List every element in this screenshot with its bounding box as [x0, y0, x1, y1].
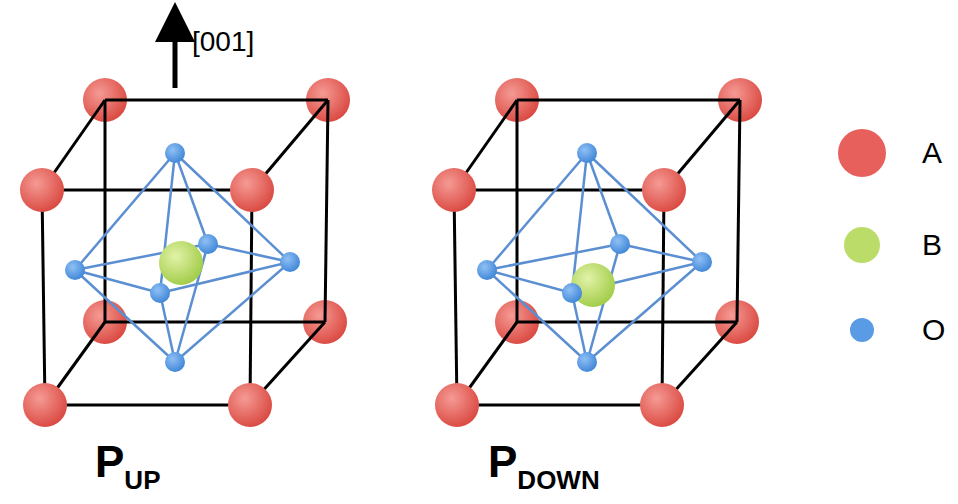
cell-edge	[516, 100, 519, 322]
o-atom	[280, 252, 300, 272]
legend-text: O	[922, 315, 945, 345]
octahedron-edge	[620, 244, 702, 262]
cell-edge	[737, 100, 740, 322]
a-atom	[435, 383, 479, 427]
polarization-symbol: P	[488, 437, 517, 486]
unit-cell	[20, 78, 350, 427]
a-atom	[642, 168, 686, 212]
o-atom	[562, 283, 582, 303]
octahedron-edge	[75, 153, 175, 270]
cell-edge	[454, 189, 664, 192]
a-atom	[230, 168, 274, 212]
octahedron-edge	[175, 153, 208, 244]
polarization-subscript: DOWN	[517, 465, 599, 495]
a-atom	[228, 383, 272, 427]
a-atom	[432, 168, 476, 212]
polarization-subscript: UP	[124, 465, 160, 495]
cell-edge	[45, 404, 250, 407]
polarization-label: PDOWN	[488, 440, 600, 484]
octahedron-edge	[75, 270, 160, 293]
o-atom	[577, 352, 597, 372]
a-atom	[20, 168, 64, 212]
cell-edge	[517, 99, 740, 102]
o-atom	[150, 283, 170, 303]
octahedron-edge	[587, 153, 702, 262]
octahedron-edge	[160, 293, 175, 362]
label-text: [001]	[192, 28, 254, 56]
legend-swatch	[850, 318, 874, 342]
legend-swatch	[838, 129, 886, 177]
legend-text: A	[922, 138, 942, 168]
o-atom	[692, 252, 712, 272]
octahedron-edge	[208, 244, 290, 262]
o-atom	[165, 143, 185, 163]
legend-text: B	[922, 230, 942, 260]
polarization-label: PUP	[95, 440, 160, 484]
direction-arrow	[173, 22, 178, 88]
a-atom	[23, 383, 67, 427]
cell-edge	[454, 190, 457, 405]
octahedron-edge	[75, 270, 175, 362]
cell-edge	[105, 99, 328, 102]
unit-cell	[432, 78, 762, 427]
cell-edge	[457, 404, 662, 407]
o-atom	[65, 260, 85, 280]
a-atom	[640, 383, 684, 427]
cell-edge	[325, 100, 328, 322]
o-atom	[477, 260, 497, 280]
b-atom	[159, 241, 203, 285]
octahedron-edge	[487, 153, 587, 270]
cell-edge	[517, 321, 737, 324]
o-atom	[165, 352, 185, 372]
legend-swatch	[844, 227, 880, 263]
octahedron-edge	[487, 270, 587, 362]
o-atom	[577, 143, 597, 163]
polarization-symbol: P	[95, 437, 124, 486]
cell-edge	[42, 190, 45, 405]
octahedron-edge	[487, 270, 572, 293]
octahedron-edge	[587, 153, 620, 244]
cell-edge	[42, 189, 252, 192]
cell-edge	[104, 100, 107, 322]
cell-edge	[105, 321, 325, 324]
o-atom	[610, 234, 630, 254]
o-atom	[198, 234, 218, 254]
